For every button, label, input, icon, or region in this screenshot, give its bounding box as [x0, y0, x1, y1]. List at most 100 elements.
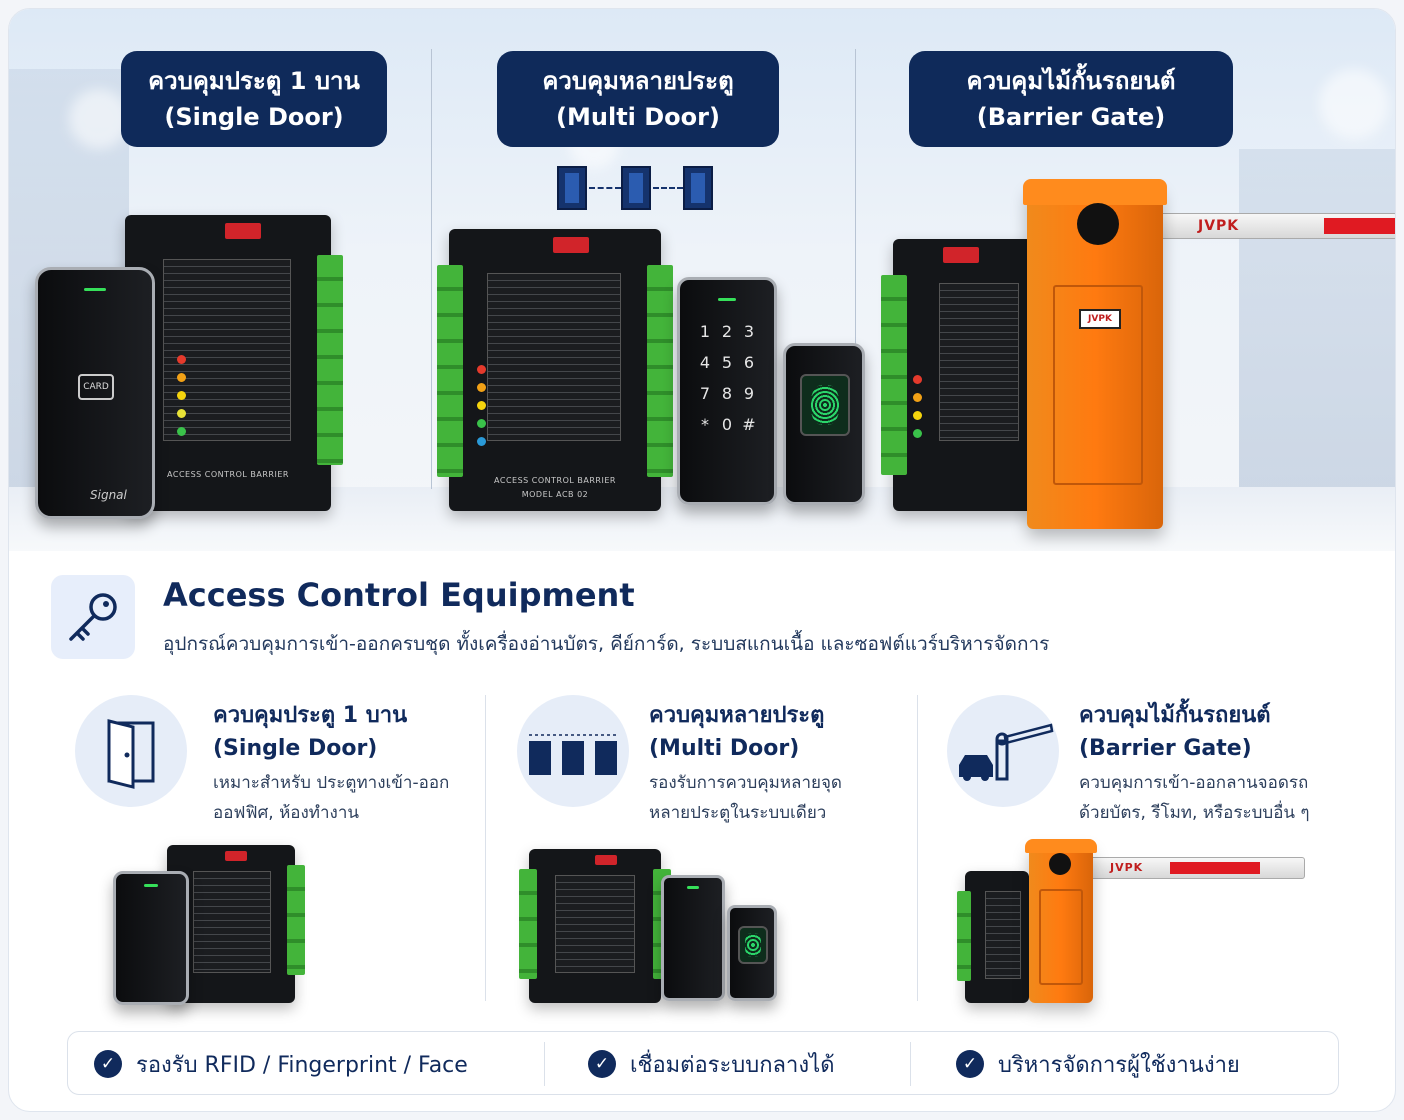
column-desc: รองรับการควบคุมหลายจุด	[649, 773, 842, 793]
board-label-sheet	[985, 891, 1021, 979]
column-desc: ออฟฟิศ, ห้องทำงาน	[213, 803, 360, 823]
key: 0	[721, 415, 733, 434]
pill-subtitle: (Single Door)	[164, 103, 344, 131]
cabinet-top	[1025, 839, 1097, 853]
key: 5	[721, 353, 733, 372]
key: #	[742, 415, 756, 434]
feature-separator	[544, 1042, 545, 1086]
connector-line	[589, 187, 621, 189]
pill-single-door: ควบคุมประตู 1 บาน (Single Door)	[121, 51, 387, 147]
feature-label: เชื่อมต่อระบบกลางได้	[630, 1052, 835, 1078]
terminal-block	[519, 869, 537, 979]
led-indicators	[177, 355, 187, 445]
pill-subtitle: (Barrier Gate)	[976, 103, 1166, 131]
reader-led	[144, 884, 158, 887]
feature-label: รองรับ RFID / Fingerprint / Face	[136, 1052, 468, 1078]
led-indicators	[477, 365, 487, 455]
bokeh-light	[1319, 69, 1389, 139]
pill-title: ควบคุมหลายประตู	[542, 67, 734, 95]
key: 9	[743, 384, 755, 403]
icon-circle	[947, 695, 1059, 807]
column-subtitle: (Barrier Gate)	[1079, 736, 1252, 761]
door-icon	[557, 166, 587, 210]
main-card: ควบคุมประตู 1 บาน (Single Door) ควบคุมหล…	[8, 8, 1396, 1112]
led-indicators	[913, 375, 923, 447]
hero-divider	[855, 49, 856, 489]
pill-multi-door: ควบคุมหลายประตู (Multi Door)	[497, 51, 779, 147]
terminal-block	[957, 891, 971, 981]
controller-board-thumb	[519, 849, 671, 1003]
key: *	[701, 415, 709, 434]
column-desc: ควบคุมการเข้า-ออกลานจอดรถ	[1079, 773, 1309, 793]
key: 3	[743, 322, 755, 341]
key: 6	[743, 353, 755, 372]
column-desc: หลายประตูในระบบเดียว	[649, 803, 827, 823]
icon-circle	[517, 695, 629, 807]
check-circle-icon: ✓	[94, 1050, 122, 1078]
board-label-sheet	[939, 283, 1019, 441]
barrier-stripe	[1170, 862, 1260, 874]
column-separator	[917, 695, 918, 1001]
barrier-stripe	[1324, 218, 1395, 234]
column-separator	[485, 695, 486, 1001]
feature-separator	[910, 1042, 911, 1086]
pill-title: ควบคุมประตู 1 บาน	[148, 67, 360, 95]
key: 7	[699, 384, 711, 403]
barrier-lamp	[1049, 853, 1071, 875]
column-title: ควบคุมไม้กั้นรถยนต์	[1079, 703, 1271, 728]
pill-title: ควบคุมไม้กั้นรถยนต์	[966, 67, 1176, 95]
terminal-block	[881, 275, 907, 475]
dip-switch	[943, 247, 979, 263]
features-bar: ✓ รองรับ RFID / Fingerprint / Face ✓ เชื…	[67, 1031, 1339, 1095]
card-icon: CARD	[78, 374, 114, 400]
terminal-block	[647, 265, 673, 477]
fingerprint-scanner-icon	[738, 926, 768, 964]
pill-subtitle: (Multi Door)	[556, 103, 720, 131]
controller-board	[881, 239, 1033, 511]
column-title: ควบคุมหลายประตู	[649, 703, 825, 728]
column-desc: เหมาะสำหรับ ประตูทางเข้า-ออก	[213, 773, 450, 793]
fingerprint-scanner-icon	[800, 374, 850, 436]
feature-item: ✓ บริหารจัดการผู้ใช้งานง่าย	[956, 1032, 1240, 1096]
column-subtitle: (Single Door)	[213, 736, 378, 761]
barrier-lamp	[1077, 203, 1119, 245]
feature-item: ✓ รองรับ RFID / Fingerprint / Face	[94, 1032, 468, 1096]
key: 2	[721, 322, 733, 341]
board-model-text: ACCESS CONTROL BARRIER	[494, 476, 616, 485]
board-model-number: MODEL ACB 02	[521, 490, 589, 499]
feature-label: บริหารจัดการผู้ใช้งานง่าย	[998, 1052, 1240, 1078]
key-icon	[69, 593, 117, 641]
icon-circle	[75, 695, 187, 807]
cabinet-top	[1023, 179, 1167, 205]
hero-divider	[431, 49, 432, 489]
board-label-sheet	[555, 875, 635, 973]
dip-switch	[595, 855, 617, 865]
board-label-sheet	[487, 273, 621, 441]
card-reader: CARD Signal	[35, 267, 155, 519]
terminal-block	[317, 255, 343, 465]
reader-led	[687, 886, 699, 889]
multi-door-icon	[529, 734, 617, 775]
terminal-block	[287, 865, 305, 975]
reader-brand: Signal	[90, 488, 127, 502]
column-desc: ด้วยบัตร, รีโมท, หรือระบบอื่น ๆ	[1079, 803, 1310, 823]
bokeh-light	[69, 89, 129, 149]
door-open-icon	[107, 719, 155, 789]
barrier-arm: JVPK	[1159, 213, 1395, 239]
reader-led	[717, 298, 737, 301]
dip-switch	[225, 851, 247, 861]
column-subtitle: (Multi Door)	[649, 736, 800, 761]
check-circle-icon: ✓	[956, 1050, 984, 1078]
feature-item: ✓ เชื่อมต่อระบบกลางได้	[588, 1032, 834, 1096]
barrier-brand: JVPK	[1198, 218, 1240, 234]
terminal-block	[437, 265, 463, 477]
cabinet-door	[1039, 889, 1083, 985]
car-barrier-icon	[959, 723, 1054, 781]
barrier-cabinet-thumb	[1025, 839, 1097, 1003]
pill-barrier-gate: ควบคุมไม้กั้นรถยนต์ (Barrier Gate)	[909, 51, 1233, 147]
keypad-reader-thumb	[661, 875, 725, 1001]
fingerprint-reader-thumb	[727, 905, 777, 1001]
connector-line	[653, 187, 683, 189]
